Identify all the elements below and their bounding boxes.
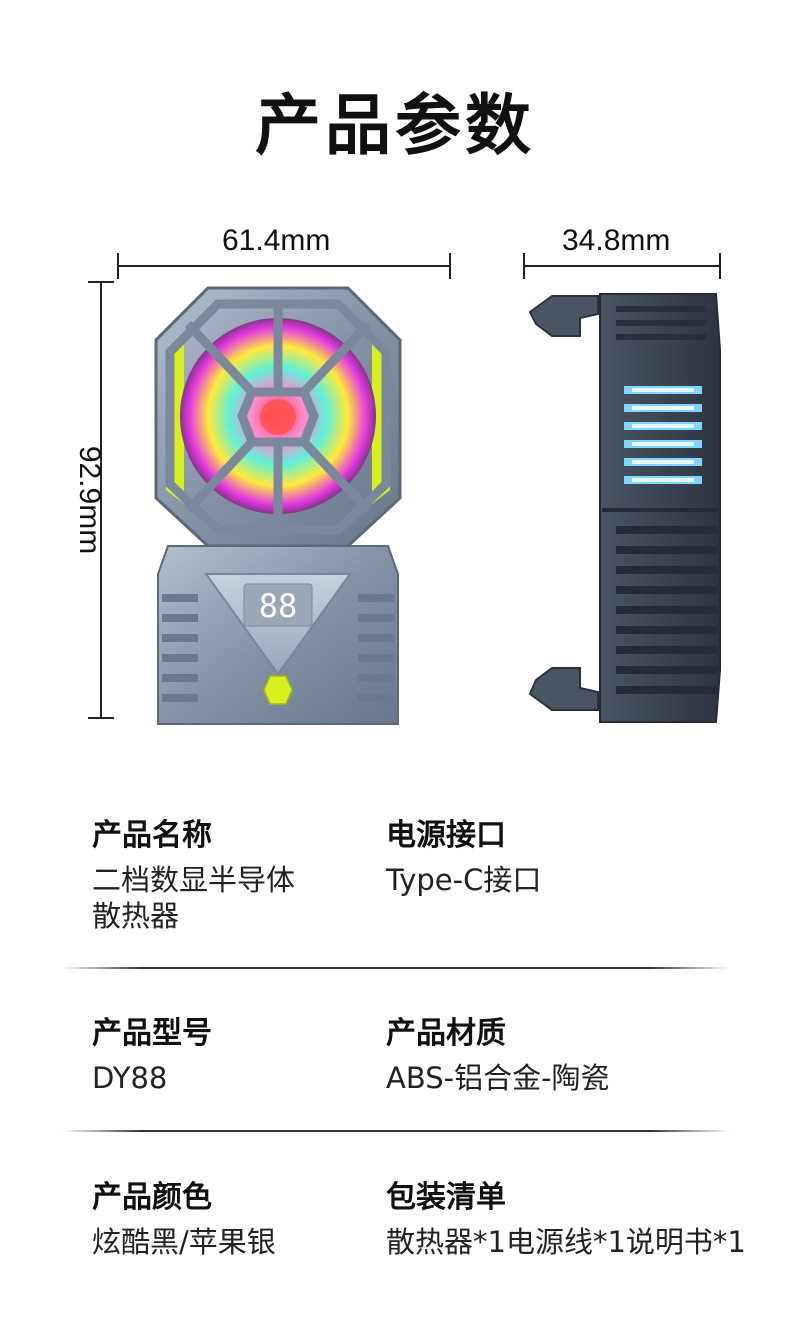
width-dimension-tick-left — [117, 253, 119, 279]
product-front-image: 88 — [154, 286, 402, 725]
width-dimension-tick-right — [449, 253, 451, 279]
spec-package-value: 散热器*1电源线*1说明书*1 — [386, 1225, 746, 1259]
divider-2 — [62, 1130, 730, 1132]
display-digits: 88 — [259, 587, 298, 625]
spec-interface-value: Type-C接口 — [386, 863, 542, 897]
spec-interface-label: 电源接口 — [386, 818, 506, 853]
spec-model-label: 产品型号 — [92, 1016, 212, 1051]
page-title: 产品参数 — [255, 87, 535, 164]
spec-color-value: 炫酷黑/苹果银 — [92, 1225, 276, 1259]
product-side-image — [528, 293, 721, 723]
divider-1 — [62, 967, 730, 969]
height-dimension-label: 92.9mm — [73, 445, 106, 555]
spec-color-label: 产品颜色 — [92, 1180, 212, 1215]
width-dimension-label: 61.4mm — [222, 224, 331, 257]
spec-material-value: ABS-铝合金-陶瓷 — [386, 1061, 610, 1095]
spec-name-value-line1: 二档数显半导体 — [92, 863, 296, 897]
depth-dimension-label: 34.8mm — [562, 224, 671, 257]
spec-model-value: DY88 — [92, 1061, 168, 1095]
depth-dimension-tick-right — [719, 253, 721, 279]
spec-name-label: 产品名称 — [92, 818, 212, 853]
spec-package-label: 包装清单 — [386, 1180, 506, 1215]
height-dimension-tick-top — [88, 281, 114, 283]
height-dimension-tick-bottom — [88, 717, 114, 719]
width-dimension-line — [118, 265, 451, 267]
height-dimension-line — [100, 282, 102, 719]
depth-dimension-line — [524, 265, 721, 267]
spec-name-value-line2: 散热器 — [92, 899, 180, 933]
spec-material-label: 产品材质 — [386, 1016, 506, 1051]
depth-dimension-tick-left — [523, 253, 525, 279]
